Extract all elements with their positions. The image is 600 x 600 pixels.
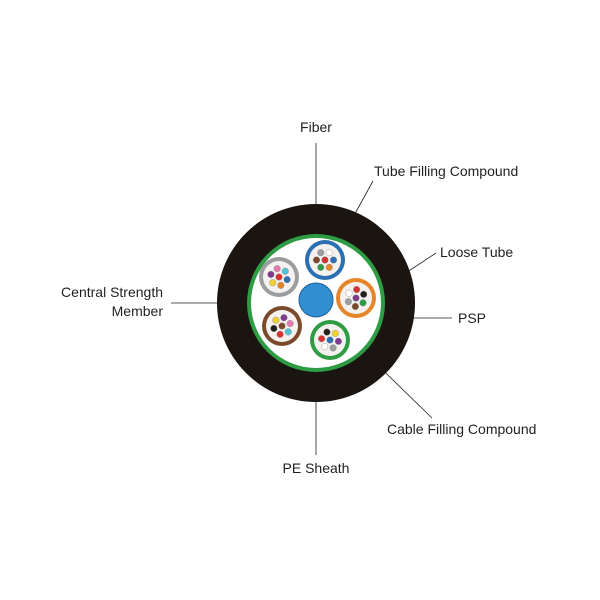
tube-left-upper xyxy=(259,257,299,297)
fiber xyxy=(352,294,360,302)
fiber xyxy=(273,265,281,273)
fiber xyxy=(284,328,292,336)
label-pe-sheath: PE Sheath xyxy=(283,460,350,476)
fiber xyxy=(345,289,353,297)
fiber xyxy=(280,314,288,322)
fiber xyxy=(267,270,275,278)
fiber xyxy=(359,299,367,307)
fiber xyxy=(325,249,333,257)
fiber xyxy=(269,279,277,287)
label-fiber: Fiber xyxy=(300,119,332,135)
central-strength-member xyxy=(298,282,334,318)
fiber xyxy=(270,324,278,332)
label-central-strength-member-line2: Member xyxy=(112,303,164,319)
tube-right xyxy=(336,278,376,318)
fiber xyxy=(326,336,334,344)
label-tube-filling-compound: Tube Filling Compound xyxy=(374,163,518,179)
fiber xyxy=(360,290,368,298)
fiber xyxy=(351,302,359,310)
fiber xyxy=(317,249,325,257)
fiber xyxy=(321,343,329,351)
fiber xyxy=(276,330,284,338)
fiber xyxy=(331,329,339,337)
fiber xyxy=(286,320,294,328)
label-loose-tube: Loose Tube xyxy=(440,244,513,260)
fiber xyxy=(278,322,286,330)
fiber xyxy=(330,256,338,264)
label-psp: PSP xyxy=(458,310,486,326)
fiber xyxy=(275,273,283,281)
tube-bottom xyxy=(310,320,350,360)
fiber xyxy=(321,256,329,264)
fiber xyxy=(323,328,331,336)
fiber xyxy=(313,256,321,264)
fiber xyxy=(281,267,289,275)
label-cable-filling-compound: Cable Filling Compound xyxy=(387,421,536,437)
fiber xyxy=(318,335,326,343)
fiber xyxy=(277,281,285,289)
fiber xyxy=(353,286,361,294)
fiber xyxy=(317,263,325,271)
label-central-strength-member-line1: Central Strength xyxy=(61,284,163,300)
fiber xyxy=(272,316,280,324)
fiber xyxy=(325,263,333,271)
fiber xyxy=(329,344,337,352)
fiber xyxy=(344,298,352,306)
tube-left-lower xyxy=(262,306,302,346)
fiber xyxy=(283,276,291,284)
tube-top xyxy=(305,240,345,280)
loose-tube-group xyxy=(259,240,376,360)
fiber xyxy=(334,337,342,345)
